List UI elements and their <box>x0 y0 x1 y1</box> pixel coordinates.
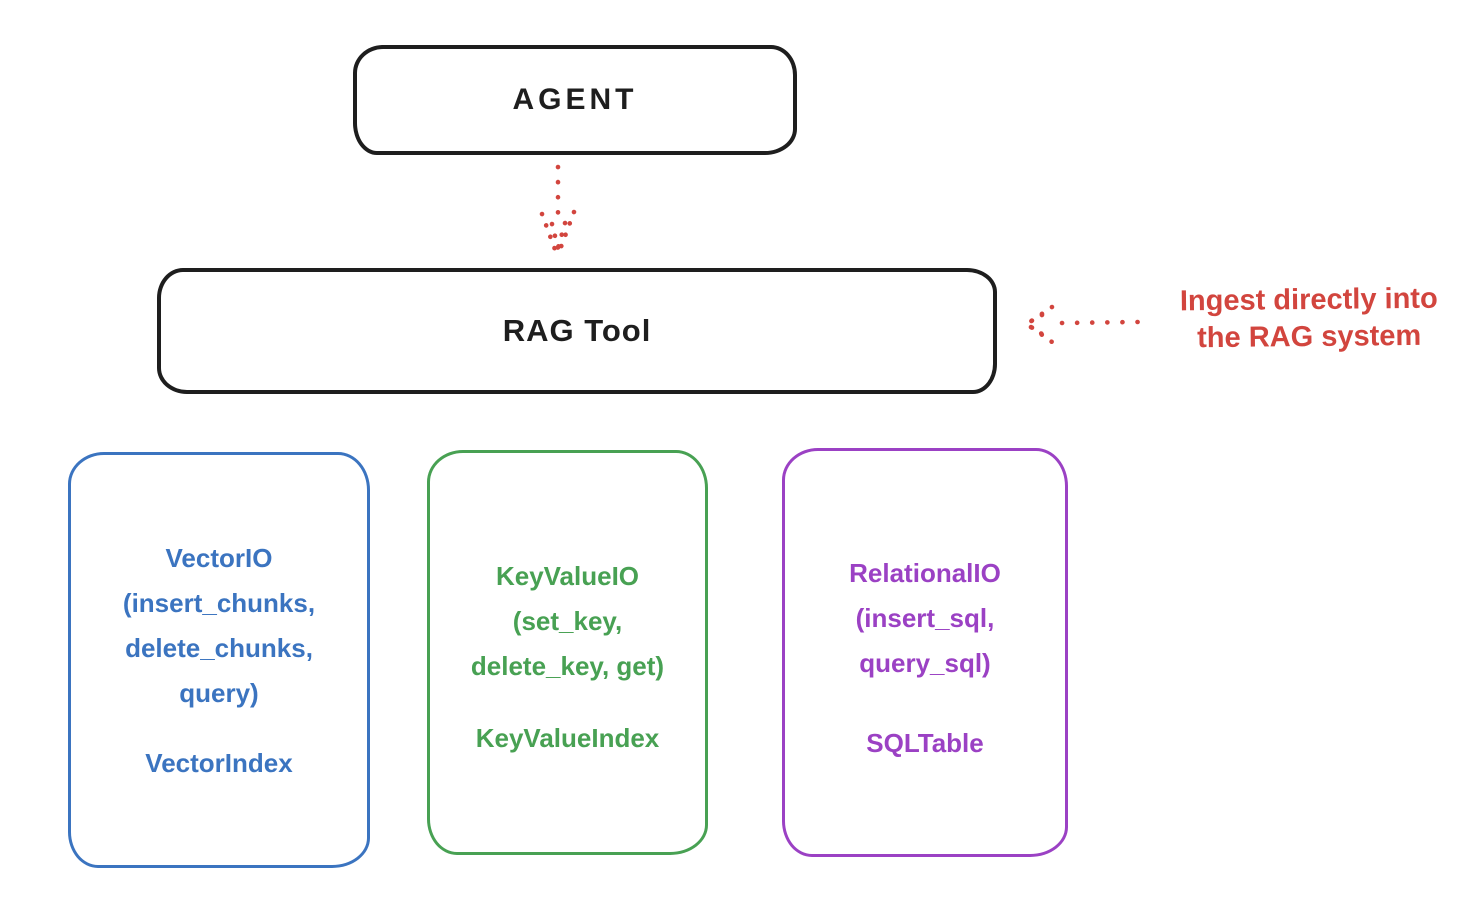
vector-io-box: VectorIO (insert_chunks, delete_chunks, … <box>68 452 370 868</box>
sql-table-label: SQLTable <box>866 728 984 758</box>
vector-io-line: delete_chunks, <box>125 633 313 663</box>
vector-io-signature: VectorIO (insert_chunks, delete_chunks, … <box>123 536 315 716</box>
vector-io-line: (insert_chunks, <box>122 588 316 618</box>
keyvalue-io-signature: KeyValueIO (set_key, delete_key, get) <box>471 554 664 689</box>
relational-io-line: (insert_sql, <box>855 603 995 633</box>
rag-tool-label: RAG Tool <box>502 313 652 348</box>
agent-box: AGENT <box>353 45 797 155</box>
keyvalue-io-line: delete_key, get) <box>470 651 665 681</box>
relational-io-line: query_sql) <box>859 648 991 678</box>
vector-index-label: VectorIndex <box>145 748 293 778</box>
keyvalue-io-title: KeyValueIO <box>495 561 640 591</box>
ingest-annotation-line2: the RAG system <box>1197 319 1422 355</box>
relational-io-title: RelationalIO <box>849 558 1001 588</box>
ingest-annotation: Ingest directly into the RAG system <box>1140 280 1479 358</box>
vector-io-title: VectorIO <box>165 543 273 573</box>
keyvalue-index-label: KeyValueIndex <box>475 723 660 753</box>
relational-io-signature: RelationalIO (insert_sql, query_sql) <box>849 551 1001 686</box>
ingest-annotation-line1: Ingest directly into <box>1179 282 1438 318</box>
agent-label: AGENT <box>512 83 638 116</box>
arrow-left-icon <box>1021 304 1141 345</box>
vector-io-line: query) <box>179 678 259 708</box>
arrow-down-icon <box>539 164 577 258</box>
keyvalue-io-box: KeyValueIO (set_key, delete_key, get) Ke… <box>427 450 708 855</box>
rag-tool-box: RAG Tool <box>157 268 997 394</box>
relational-io-box: RelationalIO (insert_sql, query_sql) SQL… <box>782 448 1068 857</box>
keyvalue-io-line: (set_key, <box>512 606 623 636</box>
